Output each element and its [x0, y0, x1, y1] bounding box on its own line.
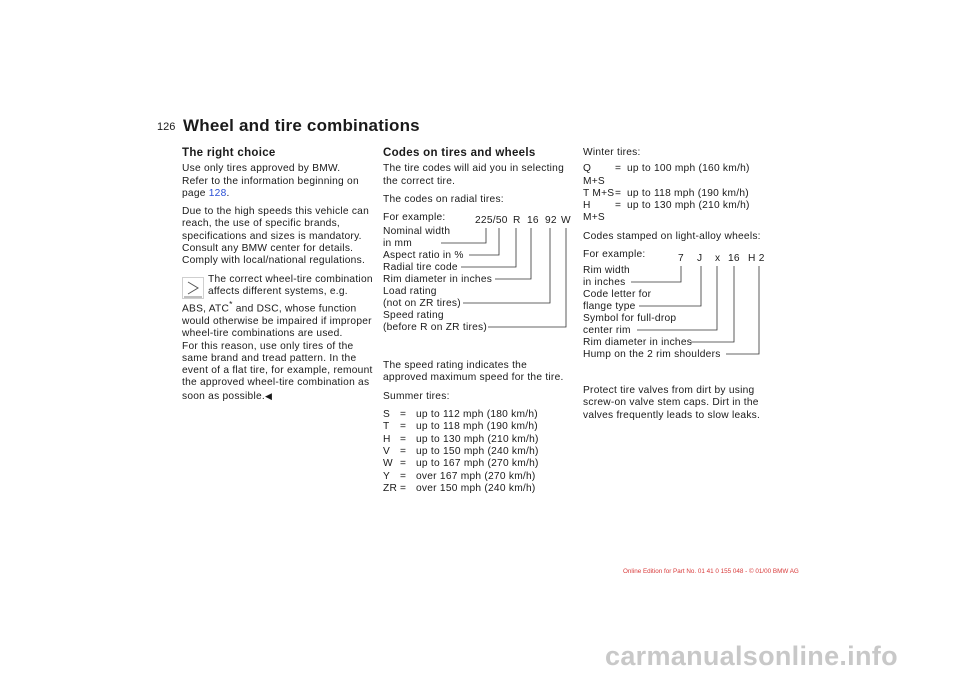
code-part-rim-diameter: 16 [728, 253, 740, 265]
paragraph: The tire codes will aid you in selecting… [383, 163, 565, 187]
leader-line [631, 266, 682, 283]
tire-code-diagram: For example: 225/50 R 16 92 W Nominal wi… [383, 212, 573, 352]
label-flange-type-2: flange type [583, 301, 636, 313]
summer-label: Summer tires: [383, 390, 450, 402]
leader-line [495, 228, 532, 280]
leader-line [463, 228, 551, 304]
label-rim-width-unit: in inches [583, 277, 626, 289]
label-hump: Hump on the 2 rim shoulders [583, 349, 721, 361]
code-part-load: 92 [545, 215, 557, 227]
label-load-rating: Load rating [383, 286, 437, 298]
paragraph: Protect tire valves from dirt by using s… [583, 385, 761, 421]
rating-row: S=up to 112 mph (180 km/h) [383, 409, 538, 421]
rating-row: Q M+S=up to 100 mph (160 km/h) [583, 163, 750, 187]
note-icon [182, 276, 204, 299]
page-link[interactable]: 128 [208, 187, 227, 199]
section-right-choice: The right choice Use only tires approved… [182, 147, 374, 403]
code-part-width: 225/50 [475, 215, 508, 227]
example-label: For example: [383, 212, 446, 224]
rating-row: T=up to 118 mph (190 km/h) [383, 421, 538, 433]
label-rim-diameter: Rim diameter in inches [583, 337, 693, 349]
asterisk: * [229, 299, 233, 310]
section-heading: The right choice [182, 147, 276, 159]
leader-line [461, 228, 517, 268]
label-radial-code: Radial tire code [383, 262, 458, 274]
leader-line [639, 266, 702, 307]
rating-row: T M+S=up to 118 mph (190 km/h) [583, 187, 749, 199]
paragraph: The codes on radial tires: [383, 193, 504, 205]
code-part-hump: H 2 [748, 253, 765, 265]
note-text: The correct wheel-tire combination affec… [208, 273, 373, 297]
rating-row: Y=over 167 mph (270 km/h) [383, 470, 536, 482]
wheel-code-diagram: For example: 7 J x 16 H 2 Rim width in i… [583, 249, 783, 369]
label-rim-diameter: Rim diameter in inches [383, 274, 493, 286]
paragraph: Codes stamped on light-alloy wheels: [583, 230, 761, 242]
label-flange-type: Code letter for [583, 289, 652, 301]
label-nominal-width: Nominal width [383, 226, 451, 238]
text: Due to the high speeds this vehicle can … [182, 206, 370, 255]
text: Comply with local/national regulations. [182, 255, 366, 267]
section-winter-wheels: Winter tires: Q M+S=up to 100 mph (160 k… [583, 147, 783, 428]
text: Use only tires approved by BMW. [182, 163, 341, 175]
footer-edition-note: Online Edition for Part No. 01 41 0 155 … [623, 568, 799, 575]
code-part-radial: R [513, 215, 521, 227]
section-heading: Codes on tires and wheels [383, 147, 536, 159]
label-nominal-width-unit: in mm [383, 238, 412, 250]
label-aspect-ratio: Aspect ratio in % [383, 250, 464, 262]
leader-line [441, 228, 487, 244]
example-label: For example: [583, 249, 646, 261]
leader-line [726, 266, 760, 355]
text: and DSC, whose function would otherwise … [182, 303, 372, 340]
code-part-drop-center: x [715, 253, 721, 265]
label-full-drop: Symbol for full-drop [583, 313, 677, 325]
code-part-flange: J [697, 253, 703, 265]
note-text-continued: ABS, ATC* and DSC, whose function would … [182, 298, 374, 403]
label-load-rating-note: (not on ZR tires) [383, 298, 461, 310]
paragraph: The speed rating indicates the approved … [383, 360, 564, 384]
paragraph: Due to the high speeds this vehicle can … [182, 206, 374, 267]
rating-row: H M+S=up to 130 mph (210 km/h) [583, 200, 750, 224]
label-full-drop-2: center rim [583, 325, 631, 337]
winter-rating-list: Q M+S=up to 100 mph (160 km/h) T M+S=up … [583, 163, 783, 224]
label-speed-rating-note: (before R on ZR tires) [383, 322, 488, 334]
note-block: The correct wheel-tire combination affec… [182, 274, 374, 403]
text: For this reason, use only tires of the s… [182, 340, 373, 402]
leader-lines [631, 266, 760, 355]
leader-line [637, 266, 718, 331]
leader-line [488, 228, 567, 328]
leader-lines [441, 228, 567, 328]
rating-row: V=up to 150 mph (240 km/h) [383, 445, 539, 457]
rating-row: W=up to 167 mph (270 km/h) [383, 458, 539, 470]
text: . [226, 187, 230, 199]
code-part-rim-width: 7 [678, 253, 684, 265]
text: ABS, ATC [182, 303, 230, 315]
code-part-rim: 16 [527, 215, 539, 227]
code-part-speed: W [561, 215, 571, 227]
label-speed-rating: Speed rating [383, 310, 444, 322]
watermark: carmanualsonline.info [605, 641, 898, 671]
page-number: 126 [157, 121, 176, 133]
summer-rating-list: S=up to 112 mph (180 km/h) T=up to 118 m… [383, 409, 573, 495]
page-title: Wheel and tire combinations [183, 116, 420, 135]
label-rim-width: Rim width [583, 265, 630, 277]
rating-row: H=up to 130 mph (210 km/h) [383, 433, 539, 445]
leader-line [691, 266, 735, 343]
rating-row: ZR=over 150 mph (240 km/h) [383, 482, 536, 494]
leader-line [469, 228, 500, 256]
text: Refer to the information beginning on pa… [182, 175, 359, 199]
end-mark-icon: ◀ [264, 390, 273, 401]
winter-label: Winter tires: [583, 147, 641, 158]
section-codes: Codes on tires and wheels The tire codes… [383, 147, 573, 495]
paragraph: Use only tires approved by BMW. Refer to… [182, 163, 374, 200]
